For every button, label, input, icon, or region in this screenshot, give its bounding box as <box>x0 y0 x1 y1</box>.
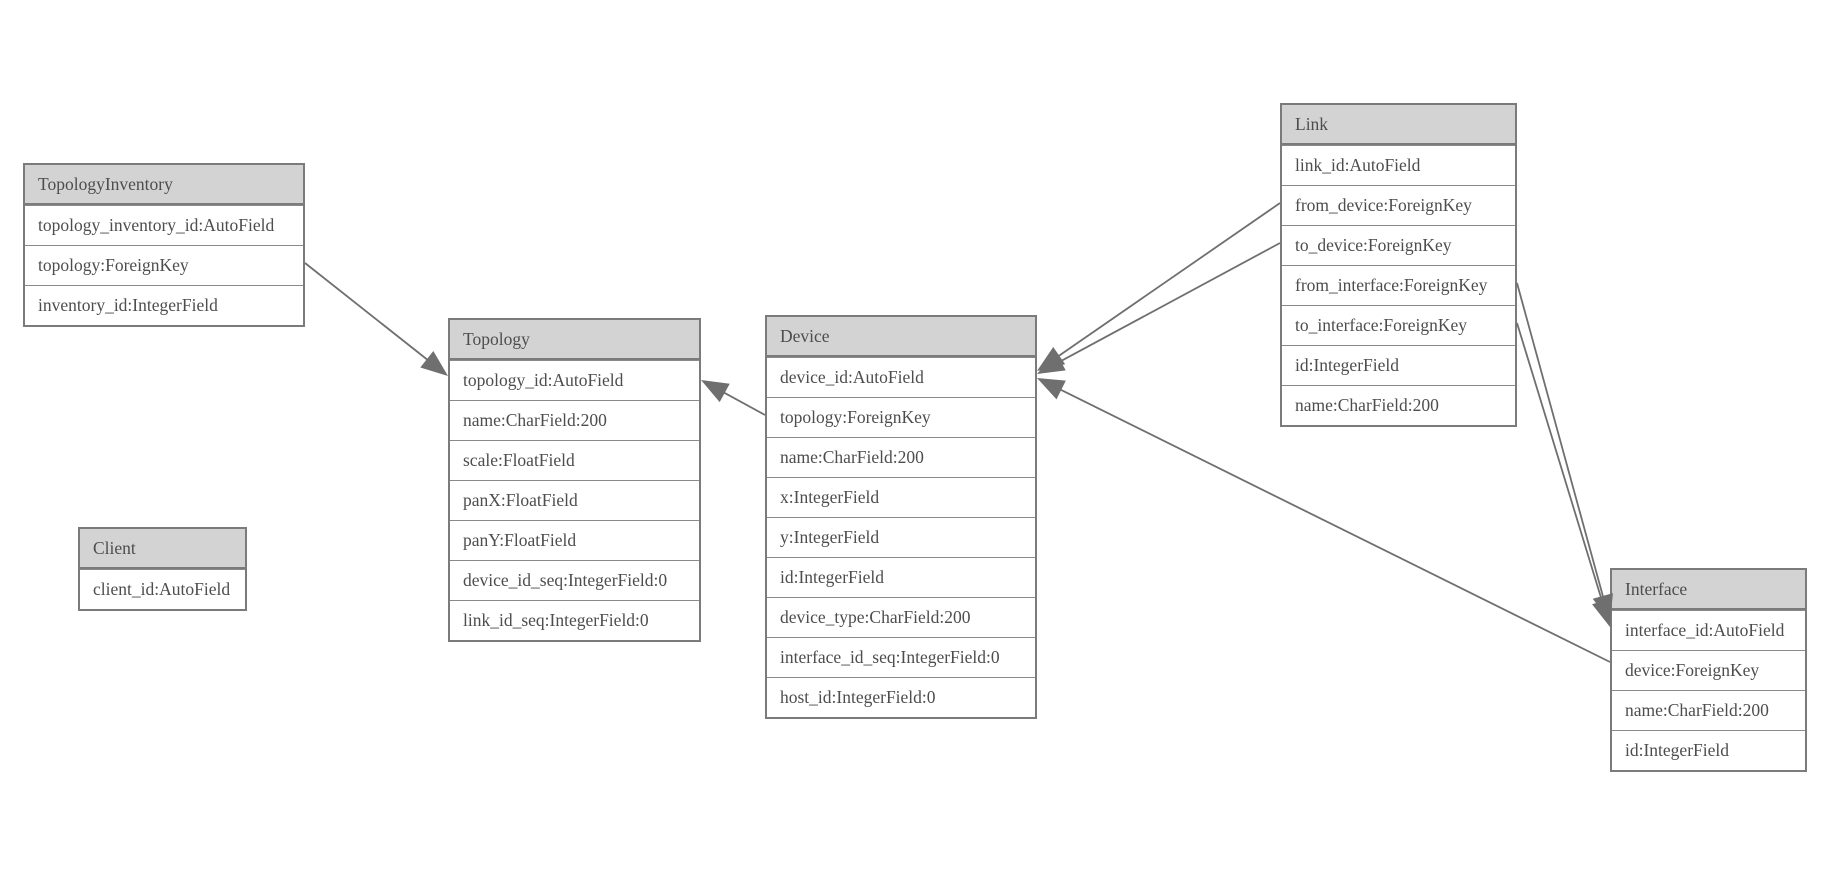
entity-field-row: topology:ForeignKey <box>767 397 1035 437</box>
entity-header: Client <box>80 529 245 569</box>
entity-field-row: device_id_seq:IntegerField:0 <box>450 560 699 600</box>
relation-line-link-from-interface-fk <box>1516 282 1605 601</box>
entity-field-row: panY:FloatField <box>450 520 699 560</box>
entity-field-row: device_id:AutoField <box>767 357 1035 397</box>
entity-field-row: link_id_seq:IntegerField:0 <box>450 600 699 640</box>
entity-field-row: id:IntegerField <box>767 557 1035 597</box>
entity-field-row: x:IntegerField <box>767 477 1035 517</box>
entity-field-row: host_id:IntegerField:0 <box>767 677 1035 717</box>
entity-header: Topology <box>450 320 699 360</box>
entity-field-row: id:IntegerField <box>1282 345 1515 385</box>
entity-field-row: client_id:AutoField <box>80 569 245 609</box>
relation-arrowhead-link-from-device-fk <box>1037 347 1066 371</box>
entity-field-row: topology_id:AutoField <box>450 360 699 400</box>
entity-header: Link <box>1282 105 1515 145</box>
relation-arrowhead-device-topology-fk <box>701 380 730 403</box>
entity-field-row: topology:ForeignKey <box>25 245 303 285</box>
entity-field-row: device_type:CharField:200 <box>767 597 1035 637</box>
entity-field-row: scale:FloatField <box>450 440 699 480</box>
relation-line-device-topology-fk <box>720 390 766 416</box>
entity-header: Interface <box>1612 570 1805 610</box>
entity-field-row: y:IntegerField <box>767 517 1035 557</box>
relation-arrowhead-link-to-device-fk <box>1037 351 1066 374</box>
entity-field-row: interface_id:AutoField <box>1612 610 1805 650</box>
relation-line-link-from-device-fk <box>1055 202 1281 359</box>
entity-field-row: interface_id_seq:IntegerField:0 <box>767 637 1035 677</box>
entity-field-row: link_id:AutoField <box>1282 145 1515 185</box>
relation-line-interface-device-fk <box>1057 387 1611 663</box>
entity-field-row: from_interface:ForeignKey <box>1282 265 1515 305</box>
entity-field-row: id:IntegerField <box>1612 730 1805 770</box>
relation-line-link-to-device-fk <box>1056 242 1281 364</box>
entity-field-row: device:ForeignKey <box>1612 650 1805 690</box>
entity-field-row: topology_inventory_id:AutoField <box>25 205 303 245</box>
relation-line-topologyinventory-topology-fk <box>304 262 431 363</box>
entity-field-row: inventory_id:IntegerField <box>25 285 303 325</box>
entity-field-row: to_interface:ForeignKey <box>1282 305 1515 345</box>
entity-field-row: name:CharField:200 <box>767 437 1035 477</box>
entity-field-row: name:CharField:200 <box>1282 385 1515 425</box>
entity-field-row: name:CharField:200 <box>1612 690 1805 730</box>
relation-line-link-to-interface-fk <box>1516 322 1605 606</box>
entity-field-row: panX:FloatField <box>450 480 699 520</box>
relation-arrowhead-topologyinventory-topology-fk <box>420 351 448 376</box>
entity-field-row: from_device:ForeignKey <box>1282 185 1515 225</box>
relation-arrowhead-interface-device-fk <box>1037 378 1066 400</box>
entity-header: TopologyInventory <box>25 165 303 205</box>
entity-header: Device <box>767 317 1035 357</box>
entity-field-row: to_device:ForeignKey <box>1282 225 1515 265</box>
entity-field-row: name:CharField:200 <box>450 400 699 440</box>
